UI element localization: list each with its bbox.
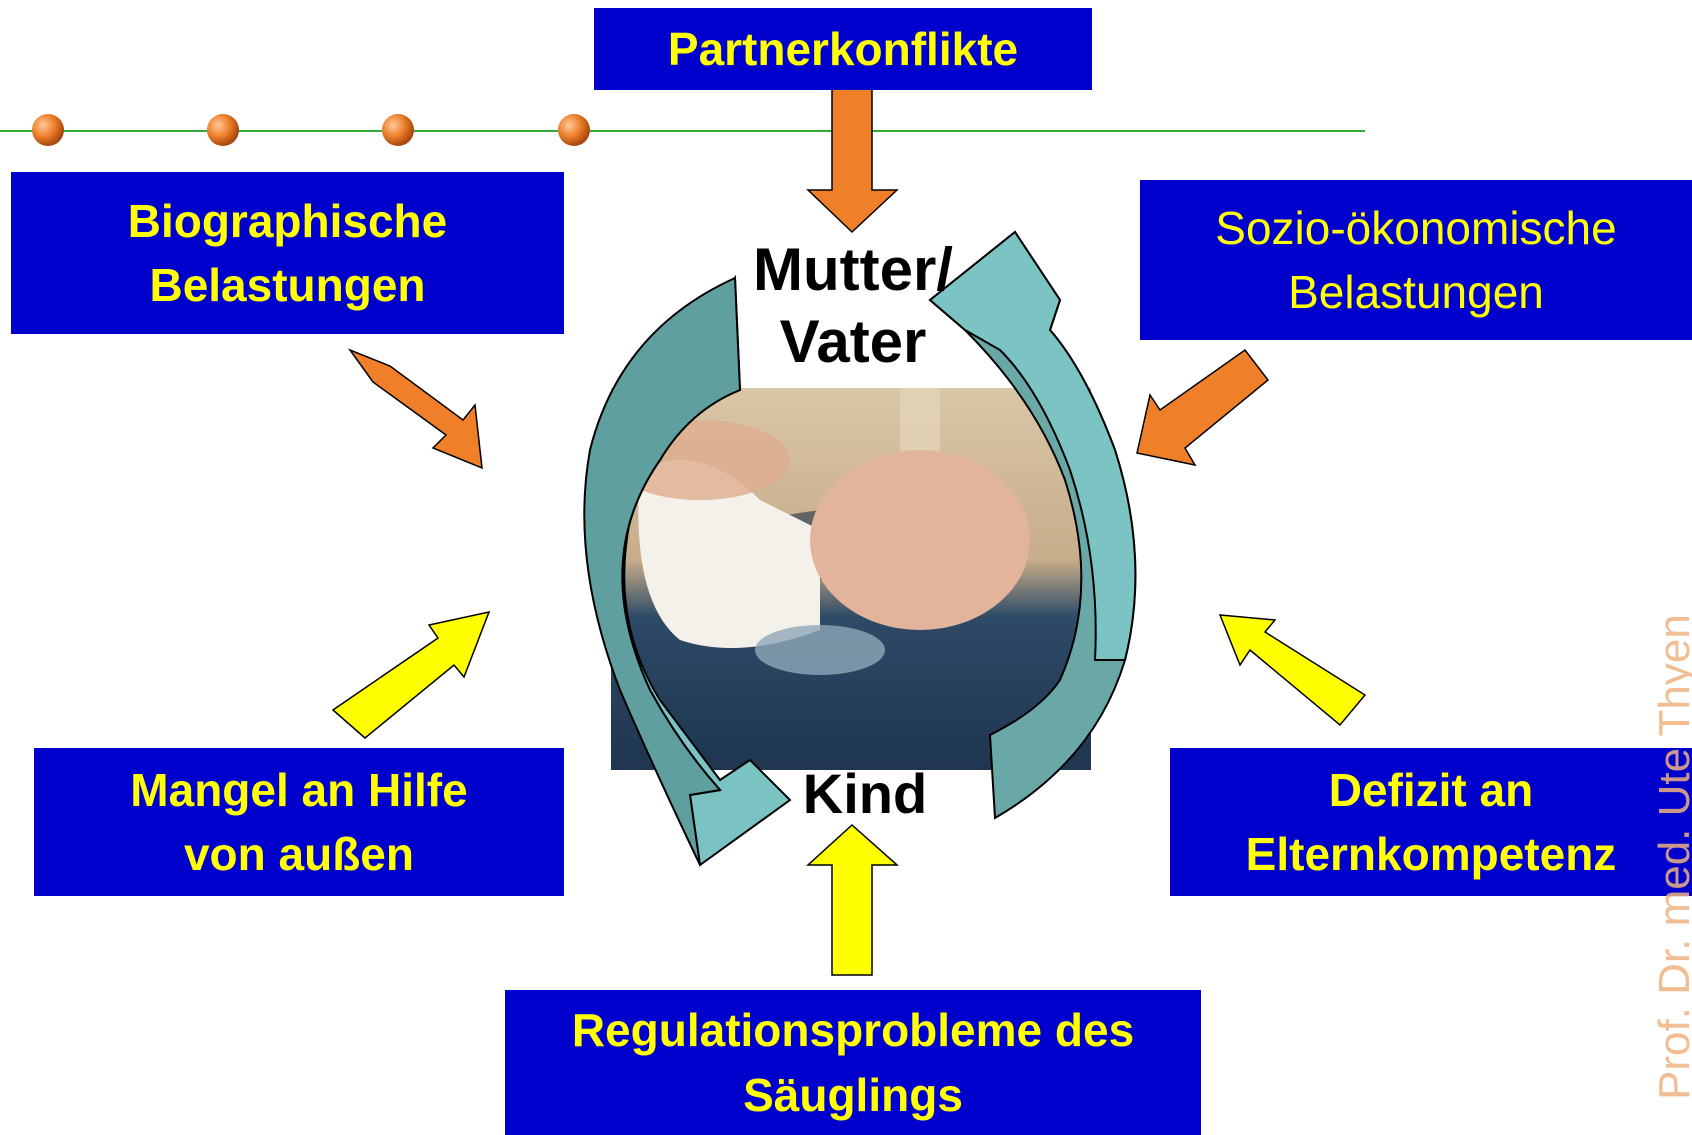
cycle-arrow-right-front (928, 230, 1137, 661)
regulation-box: Regulationsprobleme des Säuglings (505, 990, 1201, 1135)
arrow-help (331, 610, 491, 739)
socio-text: Sozio-ökonomische Belastungen (1215, 201, 1617, 318)
biographic-box: Biographische Belastungen (11, 172, 564, 334)
partnerkonflikte-text: Partnerkonflikte (667, 22, 1019, 75)
parent-label: Mutter/ Vater (753, 236, 953, 375)
author-watermark: Prof. Dr. med. Ute Thyen (1650, 614, 1692, 1100)
biographic-text: Biographische Belastungen (127, 194, 448, 311)
arrow-biographic (347, 348, 483, 470)
socio-box: Sozio-ökonomische Belastungen (1140, 180, 1692, 340)
cycle-arrow-left-back (583, 276, 742, 866)
header-dot-3 (382, 114, 414, 146)
header-dot-1 (32, 114, 64, 146)
arrow-partner (806, 83, 899, 234)
partnerkonflikte-box: Partnerkonflikte (594, 8, 1092, 90)
help-text: Mangel an Hilfe von außen (130, 763, 468, 880)
arrow-competence (1218, 614, 1367, 727)
regulation-text: Regulationsprobleme des Säuglings (571, 1004, 1135, 1121)
competence-text: Defizit an Elternkompetenz (1245, 763, 1617, 880)
header-dot-4 (558, 114, 590, 146)
arrow-regulation (806, 823, 899, 976)
competence-box: Defizit an Elternkompetenz (1170, 748, 1692, 896)
baby-photo (610, 388, 1091, 770)
arrow-socio (1136, 348, 1270, 467)
child-label: Kind (802, 762, 928, 825)
header-dot-2 (207, 114, 239, 146)
help-box: Mangel an Hilfe von außen (34, 748, 564, 896)
